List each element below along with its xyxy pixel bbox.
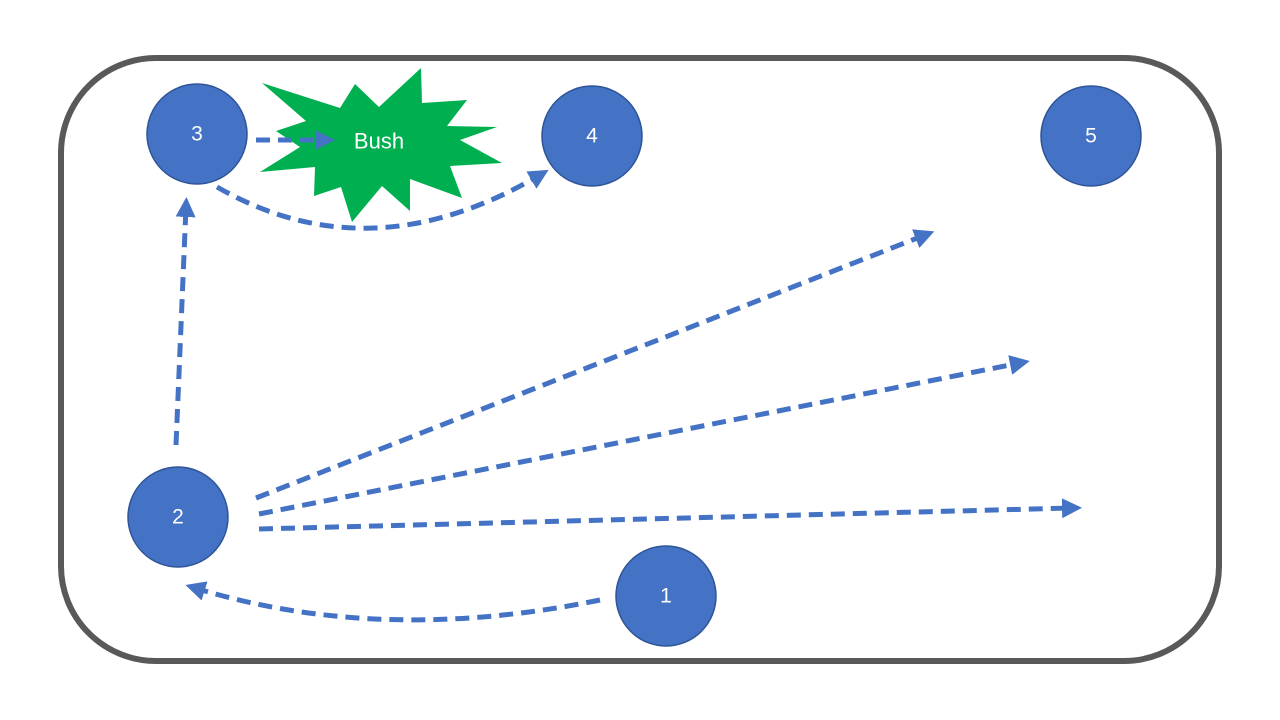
arrow-2-to-3: [173, 197, 196, 446]
node-2: 2: [127, 466, 229, 568]
node-4-circle: [541, 85, 643, 187]
node-1-label: 1: [660, 585, 672, 608]
bush-shape: Bush: [260, 68, 502, 222]
node-3-label: 3: [191, 123, 203, 146]
arrow-1-to-2: [185, 581, 601, 623]
arrow-2-lower-route: [258, 498, 1082, 532]
node-2-circle: [127, 466, 229, 568]
node-5-circle: [1040, 85, 1142, 187]
node-4-label: 4: [586, 125, 598, 148]
node-2-label: 2: [172, 506, 184, 529]
node-1: 1: [615, 545, 717, 647]
arrows: [173, 130, 1082, 623]
bush-starburst: [260, 68, 502, 222]
node-5: 5: [1040, 85, 1142, 187]
node-5-label: 5: [1085, 125, 1097, 148]
node-3: 3: [146, 83, 248, 185]
node-4: 4: [541, 85, 643, 187]
arrow-2-upper-route: [255, 229, 935, 501]
arrow-3-to-4: [215, 169, 549, 231]
node-3-circle: [146, 83, 248, 185]
node-1-circle: [615, 545, 717, 647]
arrow-2-middle-route: [258, 355, 1030, 517]
bush-label: Bush: [354, 129, 404, 154]
